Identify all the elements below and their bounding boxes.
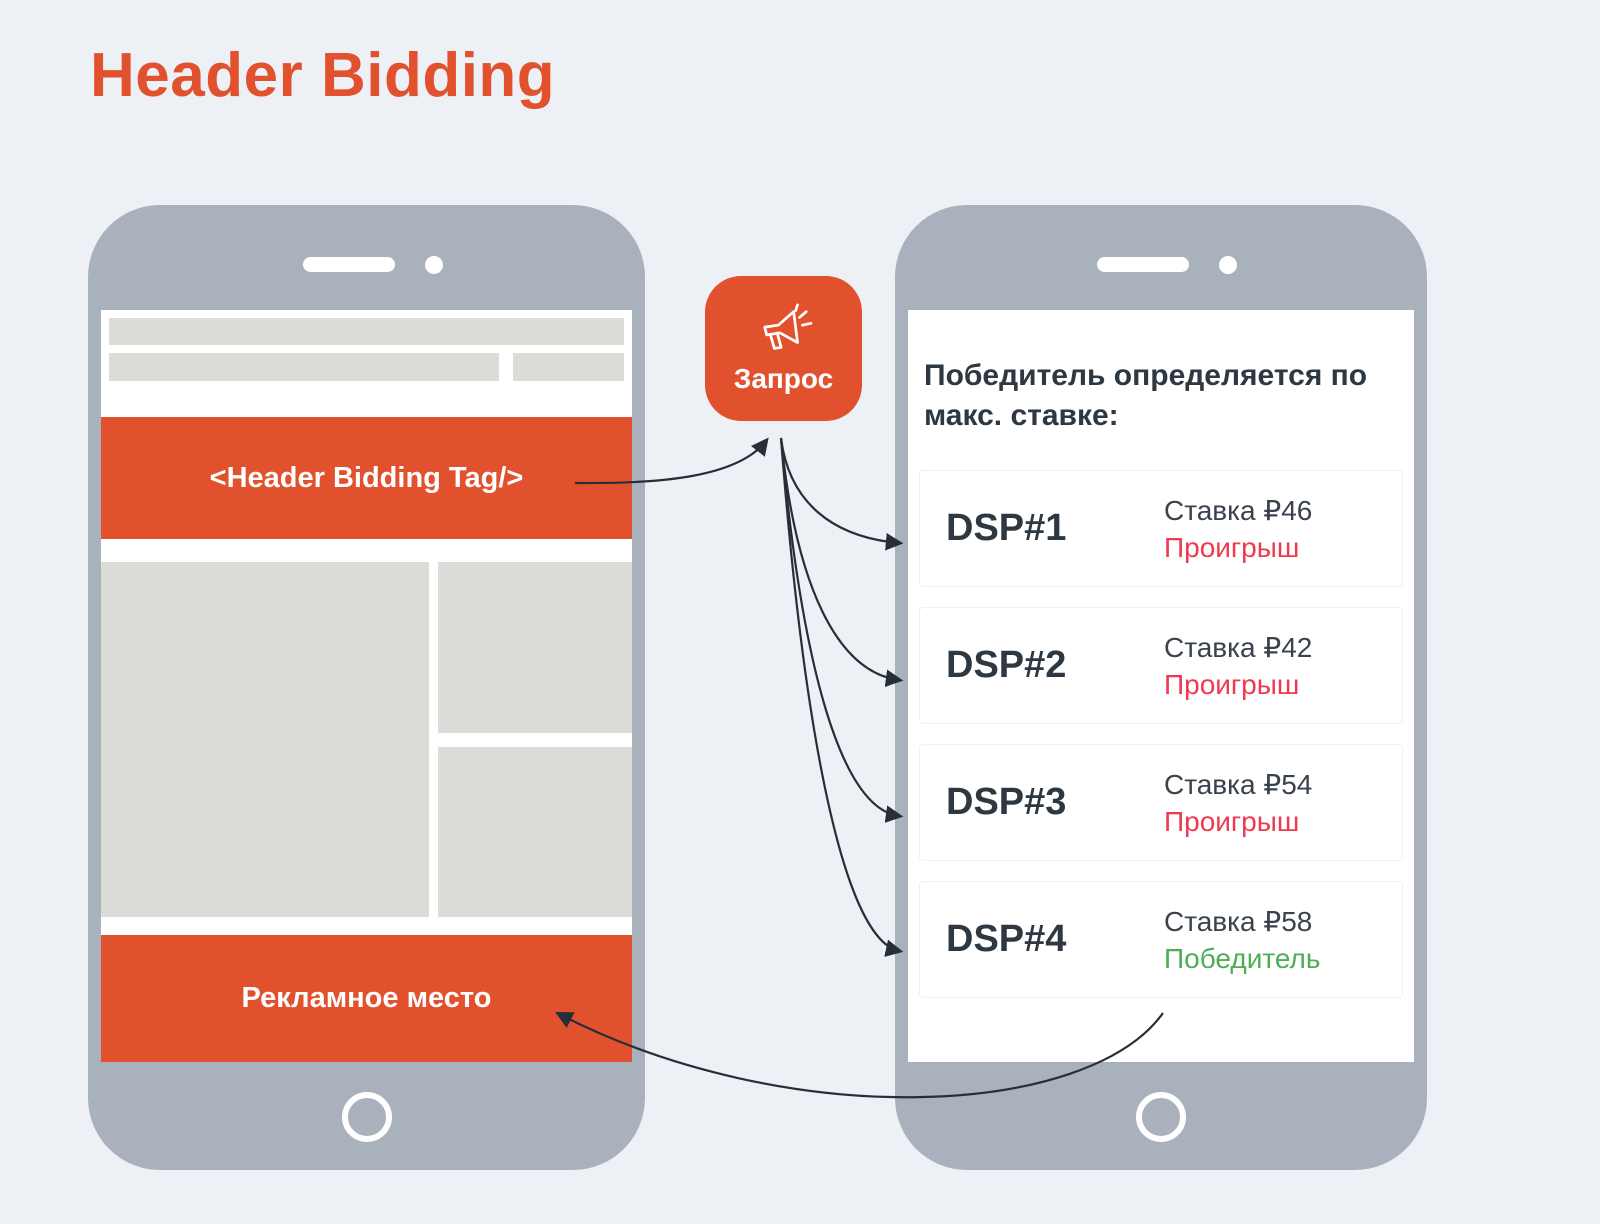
arrow-request-to-dsp4 [779, 437, 904, 957]
wireframe-bar [512, 353, 624, 381]
publisher-phone: <Header Bidding Tag/> Рекламное место [88, 205, 645, 1170]
publisher-screen: <Header Bidding Tag/> Рекламное место [101, 310, 632, 1062]
arrow-request-to-dsp3 [779, 437, 904, 823]
dsp-card: DSP#2 Ставка ₽42 Проигрыш [920, 608, 1402, 724]
dsp-name: DSP#3 [946, 781, 1067, 824]
dsp-card: DSP#1 Ставка ₽46 Проигрыш [920, 471, 1402, 587]
page-title: Header Bidding [90, 41, 556, 110]
phone-camera [424, 256, 443, 274]
auction-screen: Победитель определяется по макс. ставке:… [908, 310, 1414, 1062]
arrow-request-to-dsp1 [779, 437, 904, 551]
bid-label: Ставка ₽58 [1164, 905, 1313, 937]
result-label: Победитель [1164, 942, 1321, 974]
dsp-name: DSP#1 [946, 507, 1067, 550]
content-placeholder [438, 562, 632, 733]
home-button [341, 1092, 392, 1142]
bid-label: Ставка ₽54 [1164, 768, 1313, 800]
content-placeholder [438, 746, 632, 917]
request-badge: Запрос [705, 276, 862, 421]
dsp-card: DSP#3 Ставка ₽54 Проигрыш [920, 745, 1402, 861]
wireframe-bar [109, 353, 499, 381]
header-bidding-tag-banner: <Header Bidding Tag/> [101, 417, 632, 539]
wireframe-bar [109, 318, 624, 345]
phone-speaker [302, 257, 395, 272]
dsp-name: DSP#4 [946, 918, 1067, 961]
megaphone-icon [762, 303, 812, 350]
arrow-request-to-dsp2 [779, 437, 904, 687]
bid-label: Ставка ₽46 [1164, 494, 1313, 526]
phone-speaker [1097, 257, 1189, 272]
dsp-card-list: DSP#1 Ставка ₽46 Проигрыш DSP#2 Ставка ₽… [920, 471, 1402, 998]
auction-phone: Победитель определяется по макс. ставке:… [895, 205, 1427, 1170]
content-placeholder [101, 562, 430, 917]
bid-label: Ставка ₽42 [1164, 631, 1313, 663]
result-label: Проигрыш [1164, 805, 1300, 837]
phone-camera [1219, 256, 1237, 274]
home-button [1136, 1092, 1186, 1142]
result-label: Проигрыш [1164, 668, 1300, 700]
result-label: Проигрыш [1164, 531, 1300, 563]
dsp-card: DSP#4 Ставка ₽58 Победитель [920, 882, 1402, 998]
request-label: Запрос [733, 362, 834, 394]
dsp-name: DSP#2 [946, 644, 1067, 687]
ad-slot-banner: Рекламное место [101, 935, 632, 1062]
winner-heading: Победитель определяется по макс. ставке: [924, 359, 1368, 433]
